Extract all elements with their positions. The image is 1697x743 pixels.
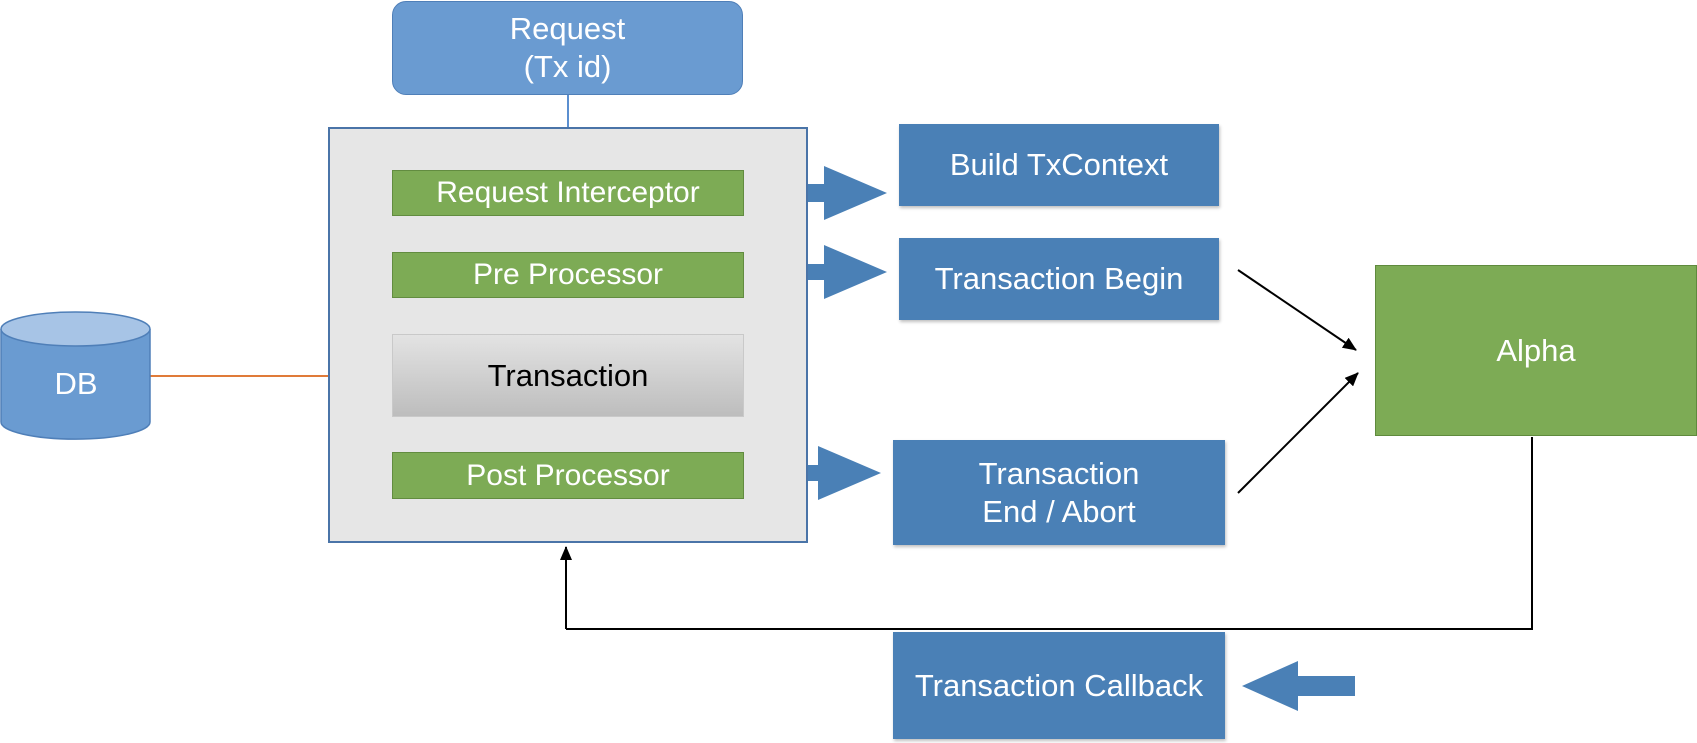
request-txid-label: (Tx id) (523, 49, 612, 84)
request-label: Request (509, 11, 626, 46)
block-arrow-build (787, 166, 887, 220)
build-txcontext-node: Build TxContext (899, 124, 1219, 206)
block-arrow-callback (1242, 661, 1355, 711)
alpha-node: Alpha (1375, 265, 1697, 436)
pre-processor-node: Pre Processor (392, 252, 744, 298)
block-arrow-begin (787, 245, 887, 299)
transaction-node: Transaction (392, 334, 744, 417)
callback-return-line (566, 437, 1533, 630)
transaction-callback-node: Transaction Callback (893, 632, 1225, 739)
transaction-end-label-2: End / Abort (982, 493, 1136, 529)
transaction-end-node: Transaction End / Abort (893, 440, 1225, 545)
request-interceptor-node: Request Interceptor (392, 170, 744, 216)
request-node: Request (Tx id) (392, 1, 743, 95)
begin-to-alpha-arrow (1237, 269, 1357, 351)
transaction-begin-node: Transaction Begin (899, 238, 1219, 320)
block-arrow-end (781, 446, 881, 500)
post-processor-node: Post Processor (392, 452, 744, 499)
end-to-alpha-arrow (1237, 372, 1359, 494)
db-label: DB (54, 366, 98, 401)
transaction-end-label-1: Transaction (978, 455, 1140, 491)
